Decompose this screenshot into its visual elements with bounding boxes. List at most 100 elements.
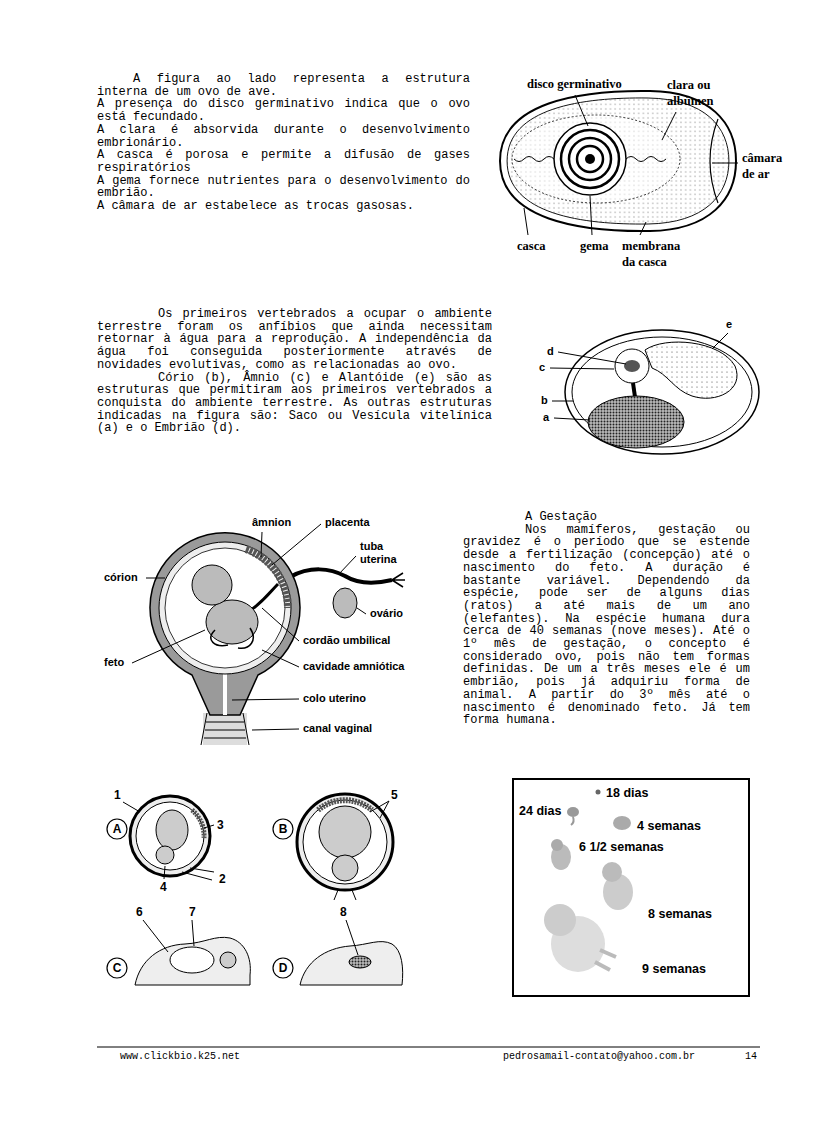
part-label: disco germinativo: [527, 76, 622, 92]
cervical-canal: [223, 668, 227, 715]
chalaza: [514, 157, 554, 162]
leader-line: [132, 630, 205, 663]
uterus-b: [297, 794, 393, 890]
paragraph-text: A figura ao lado representa a estrutura …: [97, 73, 470, 98]
paragraph-text: A câmara de ar estabelece as trocas gaso…: [97, 200, 470, 213]
part-label: cavidade amniótica: [303, 660, 405, 673]
fetus-head-b: [332, 855, 358, 881]
shell-membrane: [507, 98, 729, 224]
yolk-ring: [561, 130, 619, 188]
stage-label: 6 1/2 semanas: [579, 840, 664, 855]
fetus-head-a: [156, 846, 174, 864]
part-label: âmnion: [252, 516, 291, 529]
part-label: câmara de ar: [742, 150, 797, 182]
uterus-c: [170, 947, 214, 973]
vaginal-wall: [201, 713, 249, 745]
panel-letter-ring: [273, 958, 293, 978]
leader-line: [550, 368, 614, 369]
mother-d: [300, 942, 403, 985]
mother-c: [135, 937, 250, 985]
birth-leaders: [123, 801, 389, 955]
text-column: A figura ao lado representa a estrutura …: [97, 73, 470, 213]
callout-number: 7: [189, 905, 196, 919]
leader-line: [262, 608, 299, 641]
ovary: [333, 588, 357, 618]
yolk-ring: [569, 138, 611, 180]
leader-line: [338, 556, 356, 575]
embryo: [624, 360, 640, 372]
letter-label: d: [547, 345, 554, 358]
letter-label: a: [543, 411, 549, 424]
embryo-24d: [567, 807, 579, 817]
leader-line: [204, 825, 214, 828]
part-label: canal vaginal: [303, 722, 372, 735]
figure-frame: 18 dias 24 dias 4 semanas 6 1/2 semanas 8 se…: [512, 778, 750, 997]
panel-letter-ring: [107, 958, 127, 978]
text-column: Os primeiros vertebrados a ocupar o ambi…: [97, 308, 492, 435]
uterus-leaders: [132, 524, 366, 730]
cavity-b: [303, 800, 387, 884]
amnion: [615, 349, 649, 383]
panel-letter: D: [273, 958, 293, 978]
panel-letter: C: [107, 958, 127, 978]
amniotic-cavity: [165, 548, 285, 668]
cavity-a: [136, 802, 204, 870]
fetus-body: [206, 600, 258, 644]
chorion: [572, 337, 752, 447]
yolk-sac: [588, 396, 684, 448]
section-heading: A Gestação: [463, 511, 750, 524]
panel-letter-ring: [107, 819, 127, 839]
leader-line: [590, 196, 592, 235]
paragraph-text: Cório (b), Âmnio (c) e Alantóide (e) são…: [97, 372, 492, 436]
leader-line: [232, 699, 299, 700]
placenta-d: [349, 956, 371, 968]
leader-line: [192, 920, 194, 946]
leader-line: [272, 524, 321, 565]
part-label: casca: [517, 238, 545, 254]
stage-label: 18 dias: [606, 786, 648, 801]
vaginal-canal: [203, 713, 247, 745]
part-label: membrana da casca: [622, 238, 684, 270]
footer-rule: [97, 1047, 760, 1048]
albumen: [512, 115, 680, 203]
paragraph-text: Os primeiros vertebrados a ocupar o ambi…: [97, 308, 492, 372]
leader-line: [558, 352, 626, 364]
paragraph-text: A gema fornece nutrientes para o desenvo…: [97, 175, 470, 200]
embryo-9w-limb: [595, 950, 616, 970]
leader-line: [143, 920, 168, 952]
placenta-a: [192, 810, 204, 838]
egg-leaders: [524, 95, 738, 235]
yolk-ring: [577, 146, 603, 172]
leader-line: [252, 729, 299, 730]
yolk-stalk: [633, 383, 635, 397]
stage-label: 4 semanas: [637, 819, 701, 834]
page-number: 14: [745, 1051, 757, 1063]
embryo-24d-tail: [571, 817, 574, 825]
fetus-limb: [211, 628, 253, 648]
yolk: [554, 123, 626, 195]
callout-number: 6: [136, 905, 143, 919]
uterus-a: [130, 796, 210, 876]
letter-label: c: [539, 361, 545, 374]
leader-line: [346, 920, 358, 955]
leader-line: [164, 866, 165, 879]
part-label: tuba uterina: [360, 540, 410, 566]
birth-canal-a: [182, 868, 214, 880]
stage-label: 24 dias: [519, 804, 561, 819]
part-label: gema: [580, 238, 608, 254]
leader-line: [357, 608, 366, 614]
embryo-6w-head: [551, 839, 563, 851]
embryo-9w-head: [544, 904, 576, 936]
letter-label: e: [726, 318, 732, 331]
part-label: córion: [104, 571, 138, 584]
part-label: colo uterino: [303, 692, 366, 705]
leader-line: [261, 532, 262, 557]
panel-letter: A: [107, 819, 127, 839]
stage-label: 8 semanas: [648, 907, 712, 922]
baby-head-c: [220, 952, 236, 968]
amniote-leaders: [550, 333, 728, 420]
leader-line: [640, 222, 646, 235]
fetus-b: [319, 806, 371, 858]
callout-number: 2: [219, 872, 226, 886]
fetus-head: [192, 565, 232, 605]
